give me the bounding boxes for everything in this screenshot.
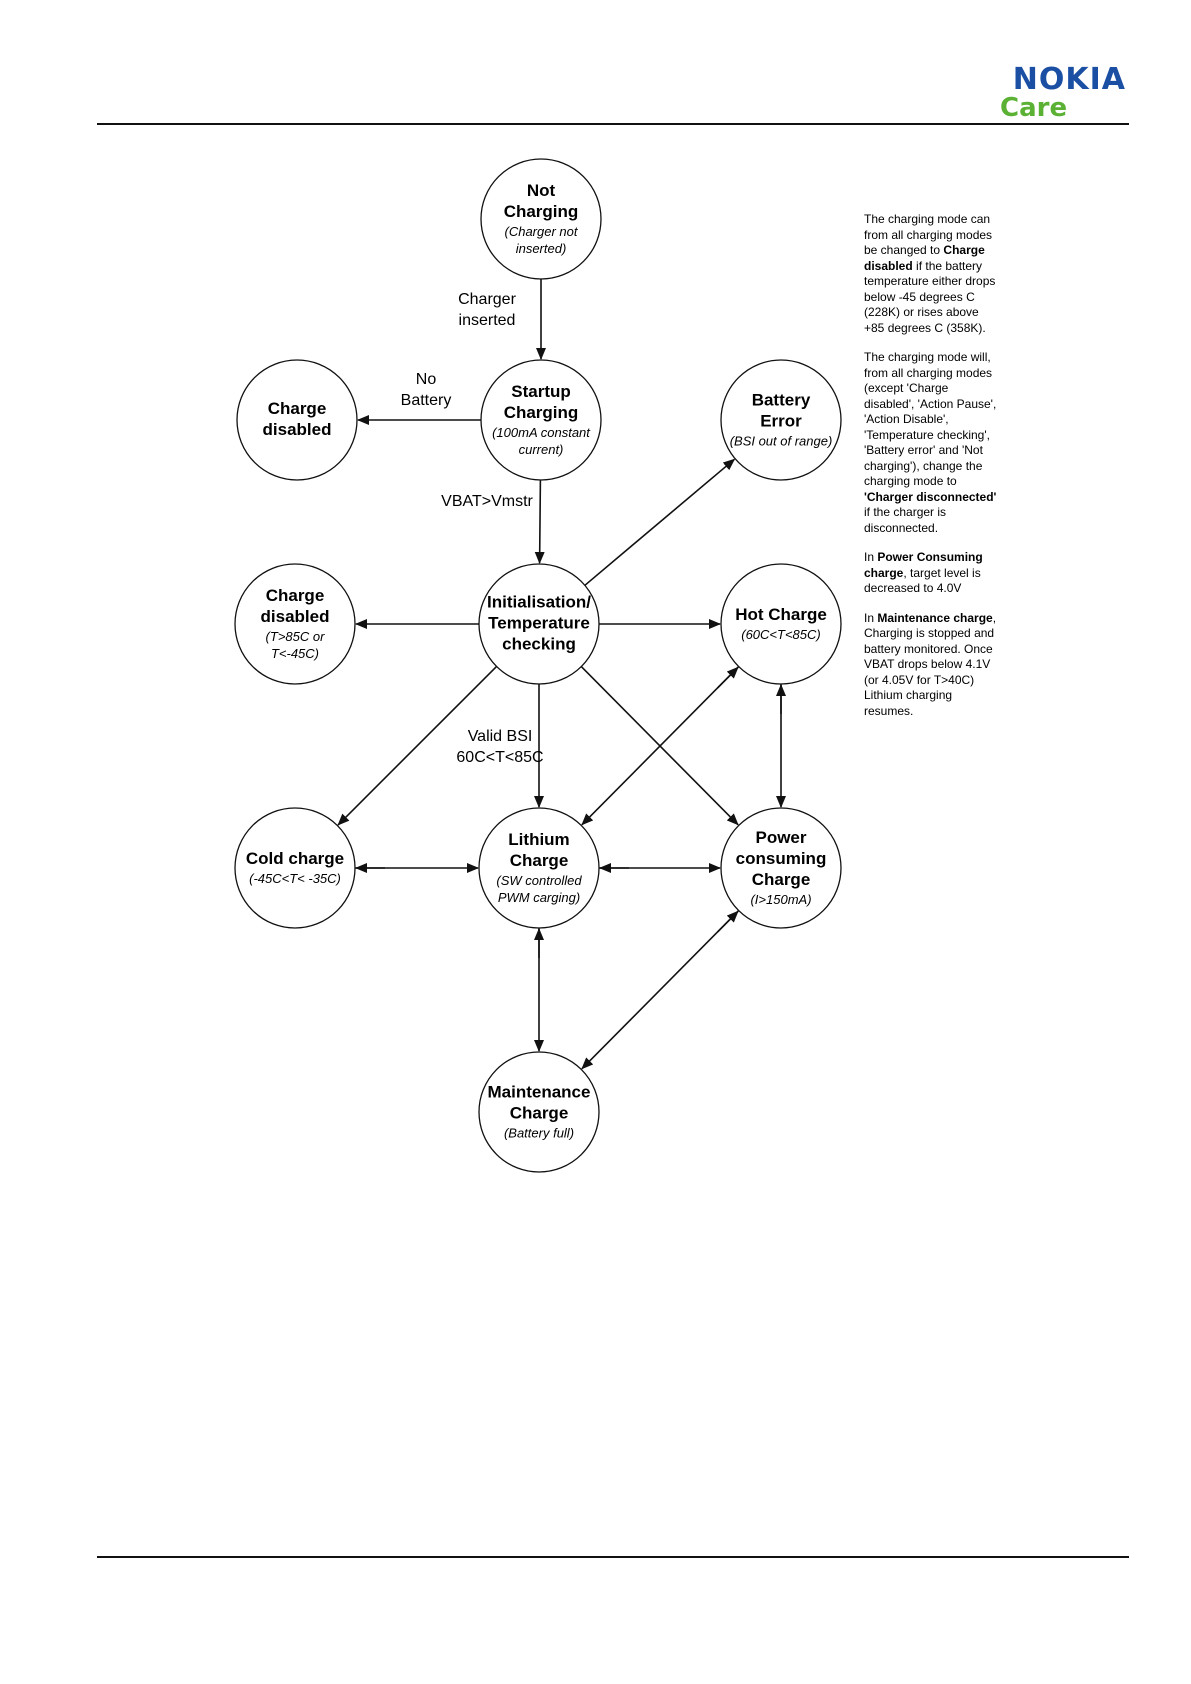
state-title: Charge xyxy=(268,399,327,418)
state-subtitle: T<-45C) xyxy=(271,646,319,661)
state-subtitle: inserted) xyxy=(516,241,567,256)
side-notes: The charging mode can from all charging … xyxy=(864,212,1000,733)
state-circle xyxy=(234,563,356,685)
state-circle xyxy=(720,563,842,685)
state-circle xyxy=(478,563,600,685)
edge-label-no-battery: Battery xyxy=(401,392,452,409)
state-title: Temperature xyxy=(488,614,590,633)
state-subtitle: (-45C<T< -35C) xyxy=(249,871,341,886)
state-subtitle: (I>150mA) xyxy=(750,892,811,907)
state-title: Charge xyxy=(510,851,569,870)
state-circle xyxy=(234,807,356,929)
note-text: The charging mode will, from all chargin… xyxy=(864,350,997,488)
state-circle xyxy=(720,359,842,481)
state-title: checking xyxy=(502,635,576,654)
state-title: Charge xyxy=(752,870,811,889)
state-subtitle: (SW controlled xyxy=(496,873,582,888)
edge-label-charger-inserted: Charger xyxy=(458,291,516,308)
state-charge-disabled-mid: Charge disabled (T>85C or T<-45C) xyxy=(234,563,356,685)
state-circle xyxy=(478,807,600,929)
edge-label-vbat: VBAT>Vmstr xyxy=(441,493,533,510)
state-title: consuming xyxy=(736,849,827,868)
diagram-edges xyxy=(337,279,786,1070)
care-logo: Care xyxy=(1000,93,1068,123)
state-title: Maintenance xyxy=(488,1083,591,1102)
state-title: Charging xyxy=(504,202,579,221)
state-title: disabled xyxy=(261,607,330,626)
state-circle xyxy=(480,359,602,481)
note-paragraph: The charging mode can from all charging … xyxy=(864,212,1000,336)
state-title: Charge xyxy=(510,1104,569,1123)
state-title: Charging xyxy=(504,403,579,422)
note-text: In xyxy=(864,550,878,564)
state-title: Hot Charge xyxy=(735,605,827,624)
state-subtitle: (100mA constant xyxy=(492,425,591,440)
note-paragraph: In Maintenance charge, Charging is stopp… xyxy=(864,611,1000,720)
note-emphasis: Maintenance charge xyxy=(877,610,993,625)
footer-rule xyxy=(97,1556,1129,1558)
state-subtitle: PWM carging) xyxy=(498,890,580,905)
edge-init-temp-to-cold-charge xyxy=(337,665,498,826)
edge-hot-charge-to-lithium xyxy=(581,666,740,826)
state-init-temp: Initialisation/Temperature checking xyxy=(478,563,600,685)
state-circle xyxy=(480,158,602,280)
note-text: if the battery temperature either drops … xyxy=(864,258,996,335)
state-title: Charge xyxy=(266,586,325,605)
edge-label-charger-inserted: inserted xyxy=(459,312,516,329)
diagram-edge-labels: Charger insertedNoBatteryVBAT>VmstrValid … xyxy=(401,291,544,766)
state-subtitle: current) xyxy=(519,442,564,457)
edge-power-consuming-to-maintenance xyxy=(581,910,740,1070)
note-emphasis: 'Charger disconnected' xyxy=(864,489,997,504)
state-title: Error xyxy=(760,412,802,431)
note-emphasis: Charge disabled xyxy=(864,243,985,273)
state-subtitle: (Battery full) xyxy=(504,1126,574,1141)
edge-label-no-battery: No xyxy=(416,371,437,388)
state-subtitle: (60C<T<85C) xyxy=(741,627,820,642)
note-paragraph: In Power Consuming charge, target level … xyxy=(864,550,1000,597)
state-title: Battery xyxy=(752,391,811,410)
note-paragraph: The charging mode will, from all chargin… xyxy=(864,350,1000,536)
edge-init-temp-to-battery-error xyxy=(584,458,736,586)
state-title: Startup xyxy=(511,382,571,401)
note-text: if the charger is disconnected. xyxy=(864,505,947,535)
note-text: The charging mode can from all charging … xyxy=(864,212,993,257)
header-rule xyxy=(97,123,1129,125)
state-circle xyxy=(478,1051,600,1173)
state-charge-disabled-top: Charge disabled xyxy=(236,359,358,481)
state-title: Not xyxy=(527,181,556,200)
nokia-logo: NOKIA xyxy=(1012,62,1126,97)
edge-label-valid-bsi: Valid BSI xyxy=(468,728,533,745)
state-circle xyxy=(236,359,358,481)
state-cold-charge: Cold charge (-45C<T< -35C) xyxy=(234,807,356,929)
note-emphasis: Power Consuming charge xyxy=(864,550,983,580)
state-subtitle: (Charger not xyxy=(505,224,579,239)
state-title: Cold charge xyxy=(246,849,344,868)
state-title: Power xyxy=(755,828,806,847)
note-text: , Charging is stopped and battery monito… xyxy=(864,610,997,718)
state-circle xyxy=(720,807,842,929)
state-subtitle: (BSI out of range) xyxy=(730,434,833,449)
note-text: In xyxy=(864,610,878,625)
state-subtitle: (T>85C or xyxy=(266,629,326,644)
state-title: Lithium xyxy=(508,830,569,849)
edge-label-valid-bsi: 60C<T<85C xyxy=(456,749,543,766)
note-text: , target level is decreased to 4.0V xyxy=(864,565,981,596)
state-title: Initialisation/ xyxy=(487,593,591,612)
edge-startup-to-init-temp xyxy=(534,479,545,564)
state-hot-charge: Hot Charge (60C<T<85C) xyxy=(720,563,842,685)
state-title: disabled xyxy=(263,420,332,439)
